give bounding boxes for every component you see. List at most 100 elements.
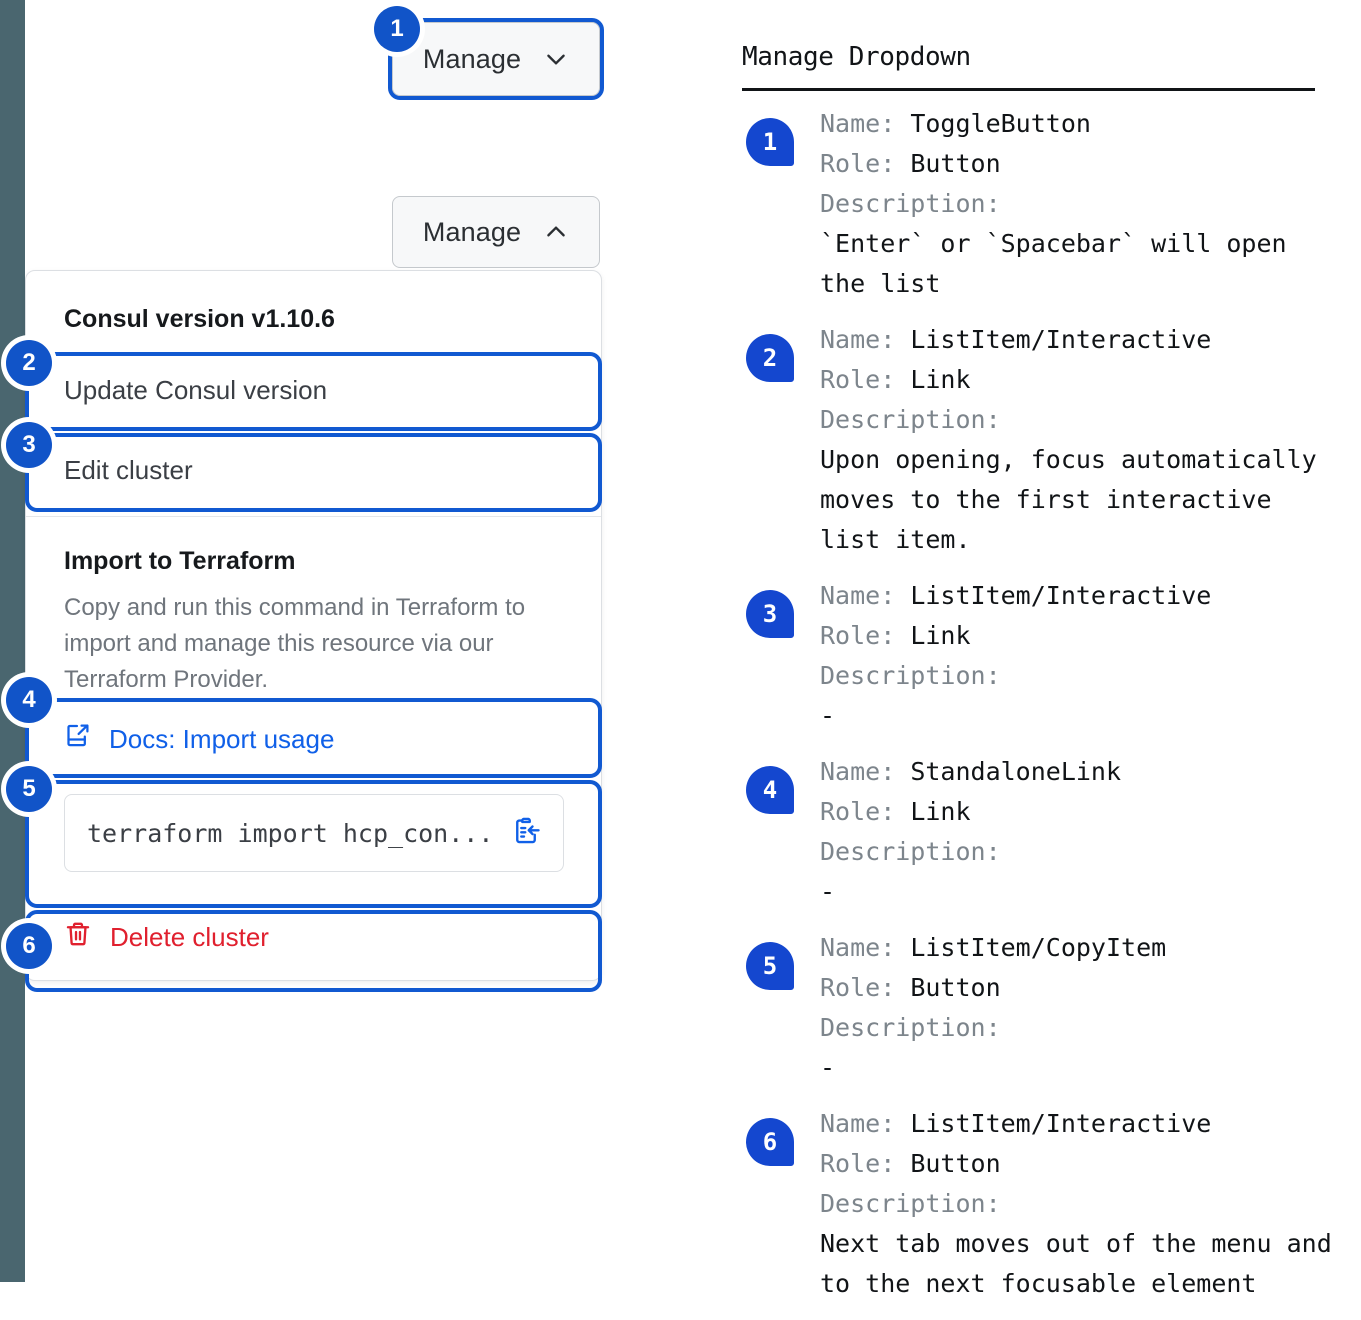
legend-badge-1: 1 xyxy=(746,118,794,166)
legend-badge-2: 2 xyxy=(746,334,794,382)
annotation-badge-5: 5 xyxy=(6,766,52,812)
legend-description-value: `Enter` or `Spacebar` will open the list xyxy=(820,229,1287,298)
legend-role: Role: Link xyxy=(820,792,1342,832)
legend-description-key: Description: xyxy=(820,661,1016,690)
dropdown-item-update-consul-version[interactable]: Update Consul version xyxy=(26,350,601,430)
manage-toggle-button-open[interactable]: Manage xyxy=(392,196,600,268)
legend-title-rule xyxy=(742,88,1315,91)
legend-description-value: - xyxy=(820,701,836,730)
import-to-terraform-title: Import to Terraform xyxy=(64,547,296,575)
dropdown-item-docs-import-usage[interactable]: Docs: Import usage xyxy=(26,698,601,780)
annotation-badge-6: 6 xyxy=(6,923,52,969)
legend-role-key: Role: xyxy=(820,621,911,650)
legend-description: Description: xyxy=(820,1008,1342,1048)
legend-description-key: Description: xyxy=(820,189,1016,218)
legend-name-value: StandaloneLink xyxy=(910,757,1122,786)
terraform-command-wrapper: terraform import hcp_con... xyxy=(26,780,601,894)
legend-description: Description: xyxy=(820,184,1342,224)
chevron-down-icon xyxy=(543,46,569,72)
legend-role-key: Role: xyxy=(820,797,911,826)
legend-name-key: Name: xyxy=(820,1109,911,1138)
legend-role-value: Link xyxy=(910,797,971,826)
legend-name: Name: ListItem/Interactive xyxy=(820,320,1342,360)
legend-name: Name: ToggleButton xyxy=(820,104,1342,144)
legend-description-key: Description: xyxy=(820,1189,1016,1218)
trash-icon xyxy=(64,920,92,955)
annotation-badge-4: 4 xyxy=(6,677,52,723)
left-sidebar-rail xyxy=(0,0,25,1282)
legend-name-key: Name: xyxy=(820,325,911,354)
update-consul-version-label: Update Consul version xyxy=(64,374,328,405)
annotation-badge-1: 1 xyxy=(374,6,420,52)
legend-role-value: Link xyxy=(910,621,971,650)
terraform-command-text: terraform import hcp_con... xyxy=(87,818,494,848)
legend-badge-3: 3 xyxy=(746,590,794,638)
dropdown-demo-region: Manage Manage Consul version v1.10.6 Upd… xyxy=(0,0,700,1282)
legend-name-value: ToggleButton xyxy=(910,109,1091,138)
dropdown-header-consul-version: Consul version v1.10.6 xyxy=(64,305,335,333)
legend-name-value: ListItem/Interactive xyxy=(910,325,1212,354)
legend-name-value: ListItem/CopyItem xyxy=(910,933,1167,962)
docs-external-link-icon xyxy=(64,722,91,756)
legend-description-key: Description: xyxy=(820,837,1016,866)
legend-role-value: Button xyxy=(910,149,1001,178)
legend-role-value: Link xyxy=(910,365,971,394)
legend-badge-6: 6 xyxy=(746,1118,794,1166)
legend-description-key: Description: xyxy=(820,405,1016,434)
legend-role-value: Button xyxy=(910,973,1001,1002)
dropdown-item-delete-cluster[interactable]: Delete cluster xyxy=(26,894,601,980)
delete-cluster-label: Delete cluster xyxy=(110,921,269,952)
legend-name-key: Name: xyxy=(820,109,911,138)
legend-name-value: ListItem/Interactive xyxy=(910,581,1212,610)
legend-description: Description: xyxy=(820,656,1342,696)
legend-name: Name: ListItem/Interactive xyxy=(820,1104,1342,1144)
annotation-badge-3: 3 xyxy=(6,422,52,468)
legend-badge-5: 5 xyxy=(746,942,794,990)
manage-toggle-button-closed[interactable]: Manage xyxy=(392,22,600,96)
legend-role-key: Role: xyxy=(820,365,911,394)
legend-role-key: Role: xyxy=(820,1149,911,1178)
legend-description-key: Description: xyxy=(820,1013,1016,1042)
legend-role: Role: Link xyxy=(820,360,1342,400)
legend-title: Manage Dropdown xyxy=(742,42,971,72)
legend-description: Description: xyxy=(820,832,1342,872)
legend-description: Description: xyxy=(820,1184,1342,1224)
dropdown-divider xyxy=(26,516,601,517)
legend-name-value: ListItem/Interactive xyxy=(910,1109,1212,1138)
import-to-terraform-description: Copy and run this command in Terraform t… xyxy=(64,594,526,693)
legend-role-key: Role: xyxy=(820,149,911,178)
legend-name: Name: ListItem/Interactive xyxy=(820,576,1342,616)
annotation-badge-2: 2 xyxy=(6,340,52,386)
legend-role-value: Button xyxy=(910,1149,1001,1178)
manage-toggle-label-closed: Manage xyxy=(422,43,522,74)
legend-role: Role: Button xyxy=(820,1144,1342,1184)
dropdown-item-edit-cluster[interactable]: Edit cluster xyxy=(26,430,601,510)
docs-import-usage-label: Docs: Import usage xyxy=(109,723,335,754)
legend-role-key: Role: xyxy=(820,973,911,1002)
legend-description-value: Upon opening, focus automatically moves … xyxy=(820,445,1317,554)
legend-name-key: Name: xyxy=(820,757,911,786)
manage-toggle-label-open: Manage xyxy=(422,216,522,247)
legend-description-value: Next tab moves out of the menu and to th… xyxy=(820,1229,1332,1298)
terraform-command-copy-item[interactable]: terraform import hcp_con... xyxy=(64,794,564,872)
manage-dropdown-panel: Consul version v1.10.6 Update Consul ver… xyxy=(25,270,602,981)
legend-description-value: - xyxy=(820,877,836,906)
legend-role: Role: Button xyxy=(820,968,1342,1008)
legend-role: Role: Link xyxy=(820,616,1342,656)
edit-cluster-label: Edit cluster xyxy=(64,454,193,485)
legend-badge-4: 4 xyxy=(746,766,794,814)
legend-name-key: Name: xyxy=(820,933,911,962)
legend-name: Name: StandaloneLink xyxy=(820,752,1342,792)
legend-role: Role: Button xyxy=(820,144,1342,184)
copy-to-clipboard-icon[interactable] xyxy=(511,816,541,851)
legend-name: Name: ListItem/CopyItem xyxy=(820,928,1342,968)
legend-description-value: - xyxy=(820,1053,836,1082)
legend-description: Description: xyxy=(820,400,1342,440)
